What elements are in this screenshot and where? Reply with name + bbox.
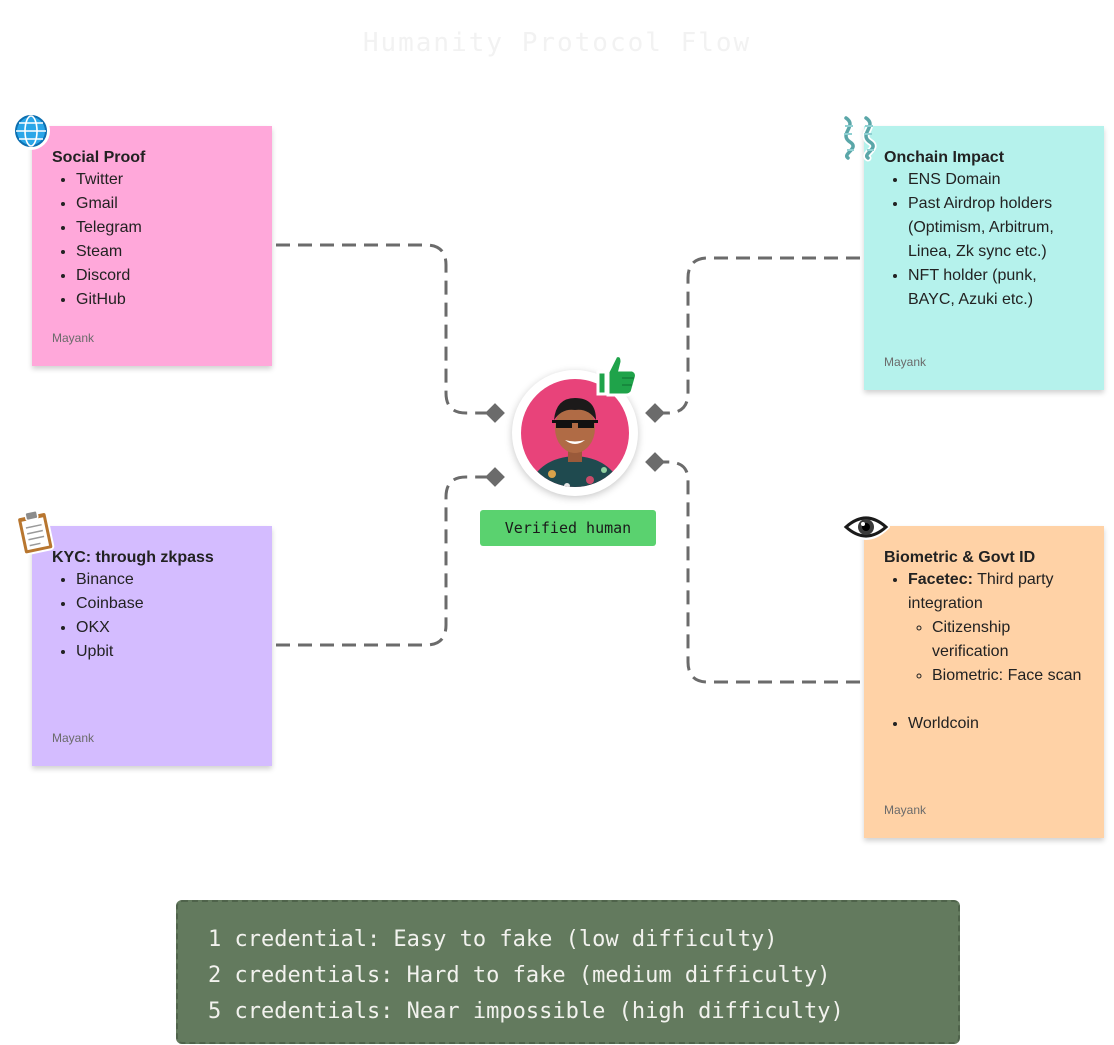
list-item: Citizenship verification bbox=[932, 616, 1084, 664]
connector-endpoint bbox=[485, 467, 505, 487]
list-item: GitHub bbox=[76, 288, 252, 312]
sticky-author: Mayank bbox=[884, 803, 927, 817]
avatar-portrait bbox=[521, 379, 629, 487]
verified-human-badge: Verified human bbox=[480, 510, 656, 546]
legend-line: 2 credentials: Hard to fake (medium diff… bbox=[208, 963, 831, 988]
sticky-list: Facetec: Third party integration Citizen… bbox=[884, 568, 1084, 736]
sticky-title: KYC: through zkpass bbox=[52, 549, 214, 566]
diagram-title: Humanity Protocol Flow bbox=[362, 28, 752, 58]
clipboard-icon bbox=[16, 510, 55, 556]
list-item: Discord bbox=[76, 264, 252, 288]
sticky-author: Mayank bbox=[52, 731, 95, 745]
sticky-onchain-impact[interactable]: Onchain Impact ENS Domain Past Airdrop h… bbox=[864, 126, 1104, 390]
sticky-social-proof[interactable]: Social Proof Twitter Gmail Telegram Stea… bbox=[32, 126, 272, 366]
list-item: Binance bbox=[76, 568, 252, 592]
sticky-author: Mayank bbox=[52, 331, 95, 345]
sticky-biometric-govt-id[interactable]: Biometric & Govt ID Facetec: Third party… bbox=[864, 526, 1104, 838]
list-item: NFT holder (punk, BAYC, Azuki etc.) bbox=[908, 264, 1084, 312]
connector-onchain bbox=[656, 256, 860, 415]
list-item: Gmail bbox=[76, 192, 252, 216]
list-item: ENS Domain bbox=[908, 168, 1084, 192]
facetec-description: Third party integration bbox=[908, 571, 1054, 612]
list-item: Biometric: Face scan bbox=[932, 664, 1084, 688]
list-item: Telegram bbox=[76, 216, 252, 240]
sticky-title: Biometric & Govt ID bbox=[884, 549, 1036, 566]
connector-endpoint bbox=[645, 452, 665, 472]
connector-biometric bbox=[656, 460, 860, 684]
connector-social bbox=[276, 243, 494, 415]
sticky-kyc[interactable]: KYC: through zkpass Binance Coinbase OKX… bbox=[32, 526, 272, 766]
facetec-label: Facetec: bbox=[908, 571, 973, 588]
list-item: Facetec: Third party integration Citizen… bbox=[908, 568, 1084, 688]
eye-icon bbox=[842, 514, 890, 540]
legend-line: 5 credentials: Near impossible (high dif… bbox=[208, 999, 844, 1024]
difficulty-legend: 1 credential: Easy to fake (low difficul… bbox=[176, 900, 960, 1044]
list-item: Steam bbox=[76, 240, 252, 264]
dna-icon bbox=[842, 114, 877, 162]
list-item: Upbit bbox=[76, 640, 252, 664]
list-item: Coinbase bbox=[76, 592, 252, 616]
sticky-list: Twitter Gmail Telegram Steam Discord Git… bbox=[52, 168, 252, 312]
thumbs-up-icon bbox=[596, 354, 638, 397]
list-item: Worldcoin bbox=[908, 712, 1084, 736]
connector-endpoint bbox=[645, 403, 665, 423]
sticky-author: Mayank bbox=[884, 355, 927, 369]
globe-icon bbox=[12, 112, 50, 150]
sticky-list: ENS Domain Past Airdrop holders (Optimis… bbox=[884, 168, 1084, 312]
connector-endpoint bbox=[485, 403, 505, 423]
sticky-title: Social Proof bbox=[52, 149, 146, 166]
list-item: Twitter bbox=[76, 168, 252, 192]
list-item: Past Airdrop holders (Optimism, Arbitrum… bbox=[908, 192, 1084, 264]
connector-kyc bbox=[276, 475, 494, 647]
list-item: OKX bbox=[76, 616, 252, 640]
sticky-list: Binance Coinbase OKX Upbit bbox=[52, 568, 252, 664]
legend-line: 1 credential: Easy to fake (low difficul… bbox=[208, 927, 778, 952]
sticky-title: Onchain Impact bbox=[884, 149, 1005, 166]
sticky-sublist: Citizenship verification Biometric: Face… bbox=[908, 616, 1084, 688]
